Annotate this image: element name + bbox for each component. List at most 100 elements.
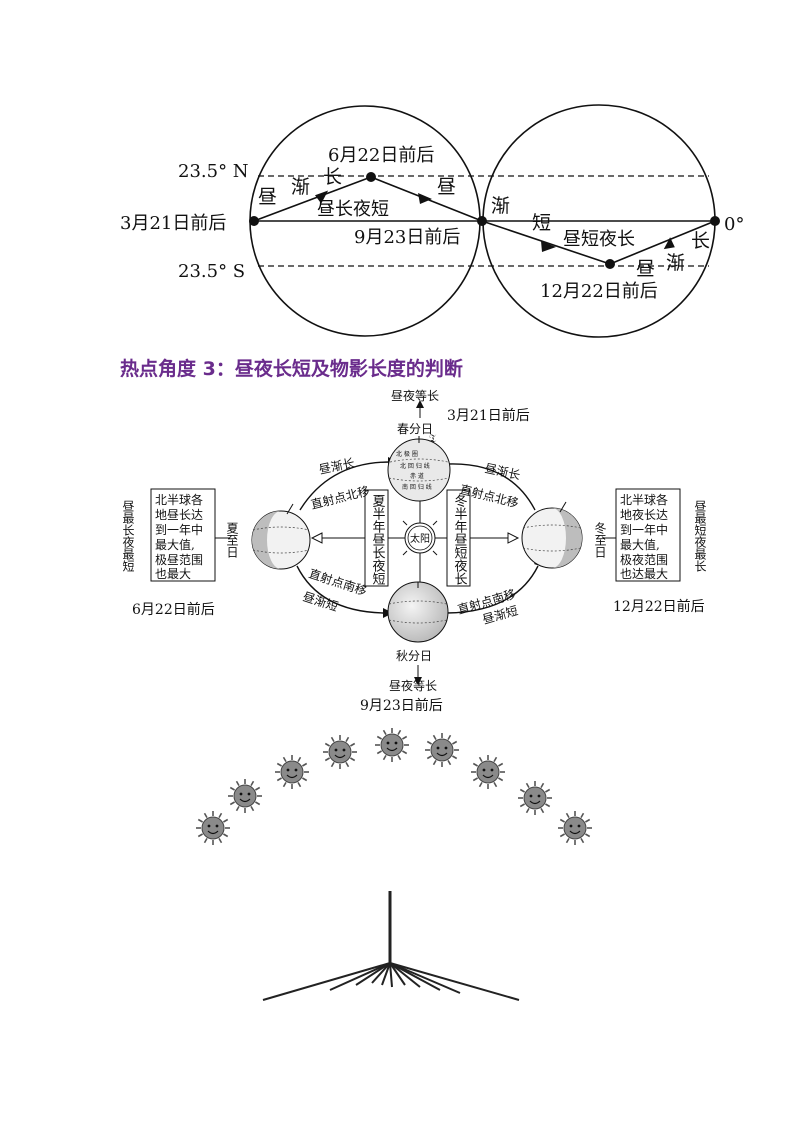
char-chang-1: 长 [323, 166, 342, 188]
left-date-label: 6月22日前后 [132, 601, 215, 618]
svg-text:北半球各: 北半球各 [155, 492, 203, 507]
svg-text:极夜范围: 极夜范围 [620, 552, 668, 567]
arrowhead-icon [663, 237, 675, 250]
bottom-term-label: 秋分日 [396, 649, 432, 663]
shadow-line [389, 962, 406, 986]
lat-south-label: 23.5° S [178, 261, 245, 282]
orbit-arc-ll [296, 565, 386, 614]
svg-text:赤 道: 赤 道 [410, 472, 424, 480]
svg-text:北 极 圈: 北 极 圈 [396, 450, 418, 458]
left-term-label: 夏至日 [225, 522, 239, 558]
char-jian-1: 渐 [291, 176, 310, 198]
smiling-sun-icon [196, 811, 230, 845]
top-date-label: 3月21日前后 [447, 407, 530, 424]
bottom-equal-label: 昼夜等长 [389, 678, 437, 693]
left-side-label: 昼最长夜最短 [121, 500, 135, 572]
shadow-line [389, 962, 520, 1001]
day-short-night-long: 昼短夜长 [563, 229, 635, 250]
arrowhead-icon [507, 532, 520, 544]
svg-text:极昼范围: 极昼范围 [155, 553, 203, 567]
sun-label: 太阳 [410, 532, 430, 545]
winter-half-box [446, 489, 471, 587]
smiling-sun-icon [275, 755, 309, 789]
smiling-sun-icon [471, 755, 505, 789]
lat-north-label: 23.5° N [178, 161, 249, 182]
smiling-sun-icon [323, 735, 357, 769]
summer-half-label: 夏半年昼长夜短 [370, 494, 386, 585]
smiling-sun-icon [375, 728, 409, 762]
smiling-sun-icon [518, 781, 552, 815]
right-info-box [615, 488, 681, 582]
arrowhead-icon [418, 193, 432, 204]
right-term-label: 冬至日 [593, 521, 607, 558]
svg-text:最大值,: 最大值, [155, 537, 195, 552]
shadow-line [389, 962, 461, 994]
svg-text:地夜长达: 地夜长达 [620, 507, 668, 522]
point-summer [366, 172, 376, 182]
point-spring-end [710, 216, 720, 226]
summer-half-box [364, 489, 389, 587]
right-box-lines: 北半球各 地夜长达 到一年中 最大值, 极夜范围 也达最大 [620, 492, 668, 581]
smiling-sun-icon [425, 733, 459, 767]
left-box-lines: 北半球各 地昼长达 到一年中 最大值, 极昼范围 也最大 [155, 492, 203, 581]
path-autumn-winter [481, 220, 611, 265]
axis-symbol: 𝔗 [429, 432, 437, 445]
orbit-diagram: 太阳 夏半年昼长夜短 冬半年昼短夜长 北 极 圈 北 回 归 线 赤 道 南 回… [121, 388, 707, 714]
orbit-arc-ul [299, 461, 391, 511]
shadow-line [355, 962, 391, 986]
globe-summer [251, 503, 311, 570]
char-jian-3: 渐 [666, 252, 685, 274]
summer-solstice-date: 6月22日前后 [328, 145, 434, 166]
right-date-label: 12月22日前后 [613, 598, 705, 615]
arrowhead-icon [314, 190, 329, 204]
char-zhou-3: 昼 [636, 258, 655, 280]
winter-solstice-date: 12月22日前后 [540, 281, 658, 302]
shadow-line [329, 962, 391, 991]
shadow-line [371, 962, 391, 984]
svg-text:也达最大: 也达最大 [620, 567, 668, 581]
orbit-arc-lr [446, 565, 539, 614]
globe-autumn [387, 581, 449, 643]
zero-degree-label: 0° [724, 214, 744, 235]
point-winter [605, 259, 615, 269]
arrowhead-icon [414, 677, 422, 685]
path-winter-spring [609, 220, 716, 265]
char-chang-3: 长 [691, 230, 710, 252]
svg-text:最大值,: 最大值, [620, 537, 660, 552]
shadow-line [262, 962, 391, 1001]
svg-text:南 回 归 线: 南 回 归 线 [402, 483, 432, 491]
autumn-equinox-date: 9月23日前后 [354, 227, 460, 248]
svg-text:到一年中: 到一年中 [155, 522, 203, 537]
sun-icon [396, 514, 444, 562]
char-zhou-2: 昼 [437, 176, 456, 198]
arrowhead-icon [416, 400, 424, 408]
shadow-lines [262, 962, 520, 1001]
svg-text:北 回 归 线: 北 回 归 线 [400, 462, 430, 470]
bottom-date-label: 9月23日前后 [360, 697, 443, 714]
char-jian-2: 渐 [491, 195, 510, 217]
right-side-label: 昼最短夜最长 [693, 500, 707, 572]
day-length-diagram: 23.5° N 23.5° S 3月21日前后 6月22日前后 9月23日前后 … [120, 104, 744, 338]
top-equal-label: 昼夜等长 [391, 388, 439, 403]
svg-text:到一年中: 到一年中 [620, 522, 668, 537]
section-heading: 热点角度 3：昼夜长短及物影长度的判断 [120, 358, 463, 380]
path-spring-summer [253, 176, 372, 222]
arrowhead-icon [541, 241, 556, 252]
svg-text:地昼长达: 地昼长达 [155, 508, 203, 522]
shadow-line [389, 962, 421, 988]
left-info-box [150, 488, 216, 582]
smiling-sun-icon [558, 811, 592, 845]
point-autumn [477, 216, 487, 226]
svg-text:北半球各: 北半球各 [620, 492, 668, 507]
day-long-night-short: 昼长夜短 [317, 199, 389, 220]
shadow-line [389, 962, 393, 988]
shadow-line [381, 962, 391, 986]
smiling-sun-icon [228, 779, 262, 813]
point-spring [249, 216, 259, 226]
orbit-arc-ur [447, 463, 536, 511]
winter-half-label: 冬半年昼短夜长 [452, 493, 468, 585]
globe-spring: 北 极 圈 北 回 归 线 赤 道 南 回 归 线 [387, 436, 451, 502]
globe-winter [521, 501, 583, 569]
sun-arc [196, 728, 592, 845]
